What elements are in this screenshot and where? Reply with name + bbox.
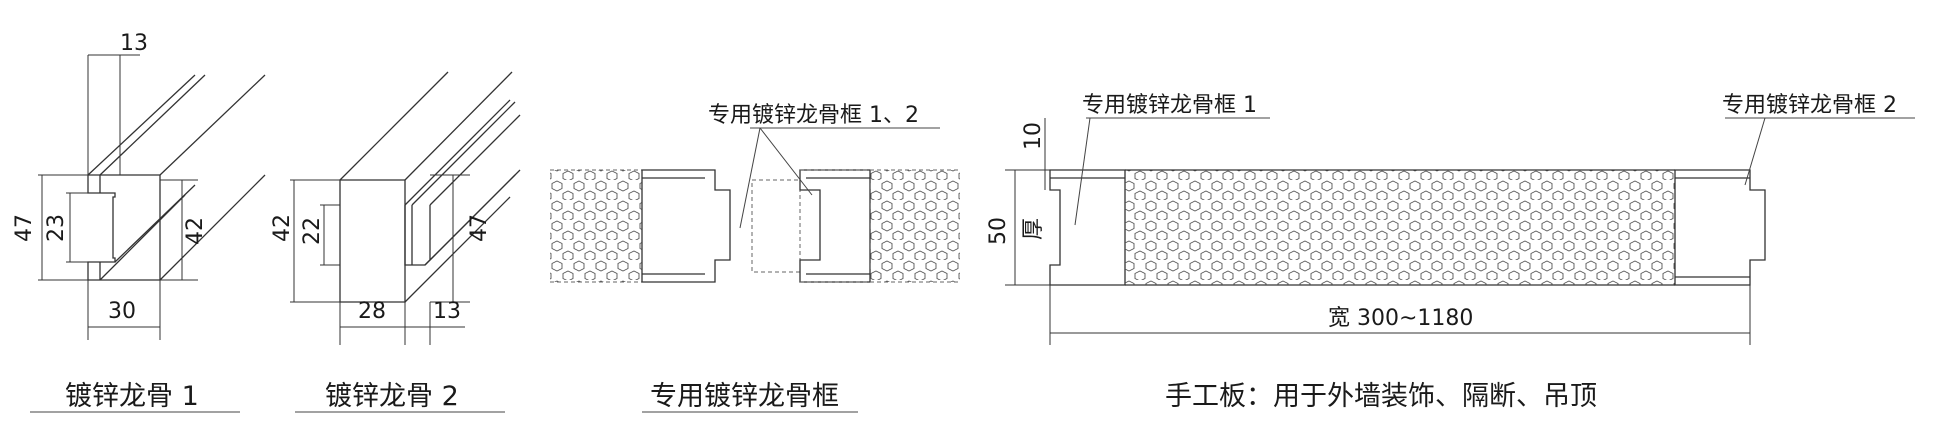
callout-frame-1-2: 专用镀锌龙骨框 1、2 <box>708 103 919 128</box>
callout-frame-1: 专用镀锌龙骨框 1 <box>1082 93 1257 118</box>
dim-width-30: 30 <box>108 299 136 324</box>
dim-inner-23: 23 <box>44 214 69 242</box>
dim-right-47: 47 <box>467 214 492 242</box>
galvanized-keel-2: 42 22 47 28 13 镀锌龙骨 2 <box>270 71 521 413</box>
dim-top-10: 10 <box>1021 122 1046 150</box>
caption-frame: 专用镀锌龙骨框 <box>650 381 839 412</box>
thickness-label: 厚 <box>1021 218 1046 240</box>
galvanized-keel-1: 13 47 23 42 30 镀锌龙骨 1 <box>12 31 266 413</box>
handmade-panel: 专用镀锌龙骨框 1 专用镀锌龙骨框 2 10 50 厚 宽 300~1180 手… <box>986 93 1915 412</box>
callout-frame-2: 专用镀锌龙骨框 2 <box>1722 93 1897 118</box>
dim-inner-22: 22 <box>300 217 325 245</box>
dim-width-range: 宽 300~1180 <box>1328 306 1473 331</box>
dim-left-42: 42 <box>270 214 295 242</box>
caption-panel: 手工板：用于外墙装饰、隔断、吊顶 <box>1165 381 1597 412</box>
dim-height-47: 47 <box>12 214 37 242</box>
dim-right-42: 42 <box>183 217 208 245</box>
caption-keel-1: 镀锌龙骨 1 <box>65 381 199 412</box>
dim-width-13: 13 <box>433 299 461 324</box>
dim-height-50: 50 <box>986 217 1011 245</box>
dim-width-28: 28 <box>358 299 386 324</box>
dim-top-13: 13 <box>120 31 148 56</box>
caption-keel-2: 镀锌龙骨 2 <box>325 381 459 412</box>
frame-section: 专用镀锌龙骨框 1、2 专用镀锌龙骨框 <box>550 103 960 413</box>
